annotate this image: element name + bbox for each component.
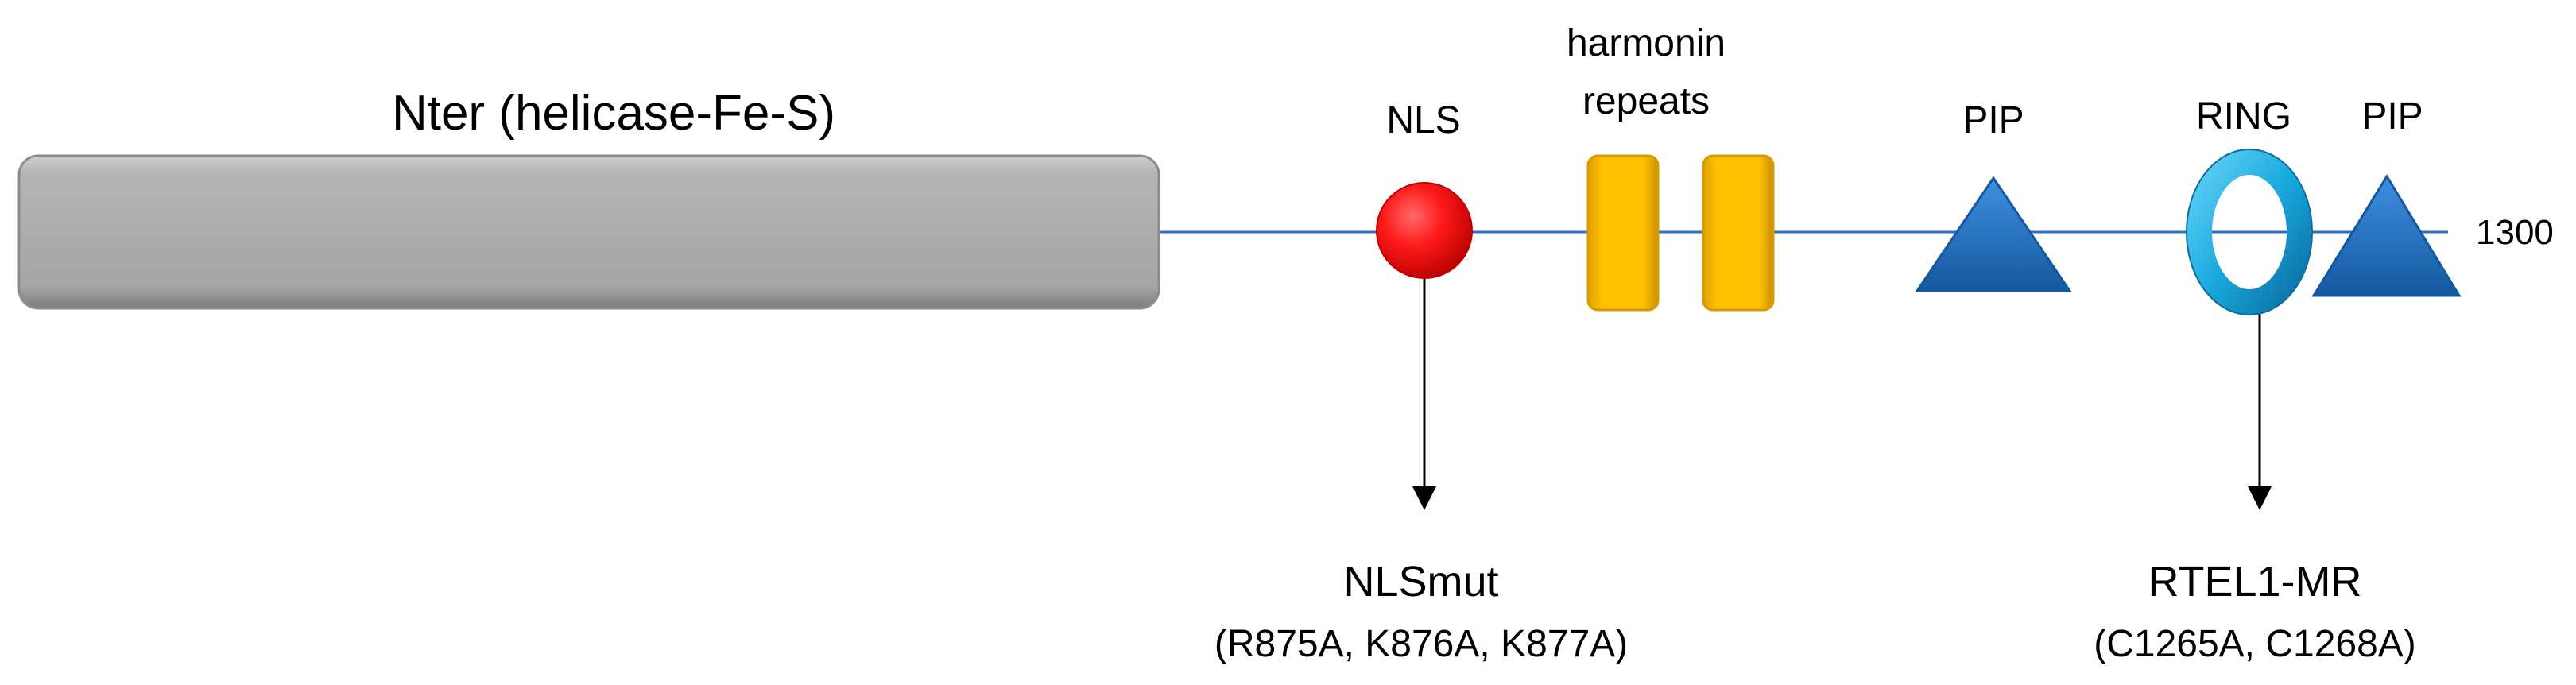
pip-label-2: PIP: [2361, 95, 2423, 137]
ring-label: RING: [2196, 95, 2291, 137]
helicase-domain-bar: [17, 154, 1160, 310]
ring-arrow-head-icon: [2248, 486, 2272, 510]
ring-ellipse-outline: [2186, 149, 2313, 315]
ring-mutant-detail: (C1265A, C1268A): [2094, 623, 2416, 665]
harmonin-label-line1: harmonin: [1567, 22, 1726, 64]
pip-triangle-1: [1915, 176, 2072, 292]
protein-length-label: 1300: [2476, 213, 2554, 252]
harmonin-label-line2: repeats: [1582, 80, 1710, 122]
ring-mutant-name: RTEL1-MR: [2148, 558, 2361, 606]
nls-circle: [1376, 182, 1473, 279]
ring-ellipse: [2187, 149, 2312, 315]
nls-arrow-head-icon: [1412, 486, 1436, 510]
harmonin-repeat-box-2: [1702, 154, 1775, 312]
nls-mutant-detail: (R875A, K876A, K877A): [1214, 623, 1628, 665]
pip-label-1: PIP: [1962, 99, 2024, 141]
nls-label: NLS: [1386, 99, 1460, 141]
harmonin-repeat-box-1: [1586, 154, 1660, 312]
nter-domain-label: Nter (helicase-Fe-S): [392, 86, 835, 141]
pip-triangle-2: [2311, 174, 2462, 297]
nls-mutant-name: NLSmut: [1343, 558, 1498, 606]
